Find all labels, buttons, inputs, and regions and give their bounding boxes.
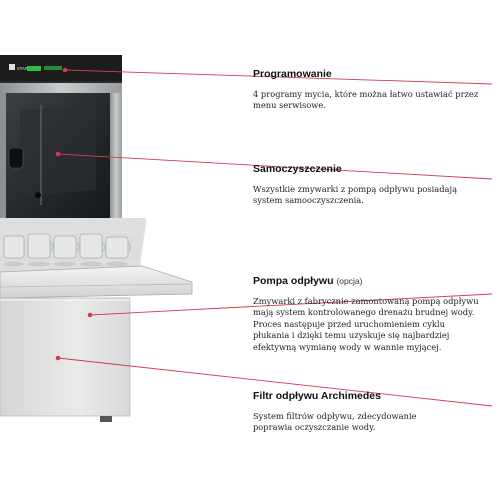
program-indicator bbox=[27, 66, 41, 71]
leader-self-cleaning-dot bbox=[55, 151, 61, 157]
feature-description: 4 programy mycia, które można łatwo usta… bbox=[253, 89, 479, 111]
feature-note: (opcja) bbox=[336, 276, 363, 286]
feature-title: Programowanie bbox=[253, 68, 332, 80]
feature-title: Samoczyszczenie bbox=[253, 163, 342, 175]
leader-drain-pump-dot bbox=[87, 312, 93, 318]
foot bbox=[100, 416, 112, 422]
left-pillar bbox=[0, 93, 6, 218]
start-button[interactable] bbox=[9, 64, 15, 70]
feature-archimedes-filter: Filtr odpływu Archimedes System filtrów … bbox=[253, 390, 493, 434]
chamber-hole bbox=[8, 147, 24, 169]
feature-title: Pompa odpływu (opcja) bbox=[253, 275, 363, 287]
start-label: START bbox=[17, 66, 31, 71]
leader-programming-dot bbox=[62, 67, 68, 73]
open-door bbox=[0, 265, 193, 299]
panel-display bbox=[44, 66, 62, 70]
dish-basket bbox=[0, 218, 147, 272]
leader-self-cleaning bbox=[57, 153, 493, 180]
leader-drain-pump bbox=[89, 293, 493, 316]
right-pillar bbox=[110, 93, 122, 218]
feature-description: Wszystkie zmywarki z pompą odpływu posia… bbox=[253, 184, 458, 206]
top-frame bbox=[0, 83, 122, 93]
leader-archimedes-filter bbox=[57, 357, 493, 407]
leader-programming bbox=[64, 69, 493, 85]
feature-title: Filtr odpływu Archimedes bbox=[253, 390, 381, 402]
feature-programming: Programowanie 4 programy mycia, które mo… bbox=[253, 68, 493, 112]
lower-cabinet bbox=[0, 297, 131, 417]
leader-archimedes-filter-dot bbox=[55, 355, 61, 361]
feature-self-cleaning: Samoczyszczenie Wszystkie zmywarki z pom… bbox=[253, 163, 493, 207]
feature-description: Zmywarki z fabrycznie zamontowaną pompą … bbox=[253, 296, 479, 352]
feature-drain-pump: Pompa odpływu (opcja) Zmywarki z fabrycz… bbox=[253, 275, 493, 353]
drain-pump-hole bbox=[35, 192, 41, 198]
